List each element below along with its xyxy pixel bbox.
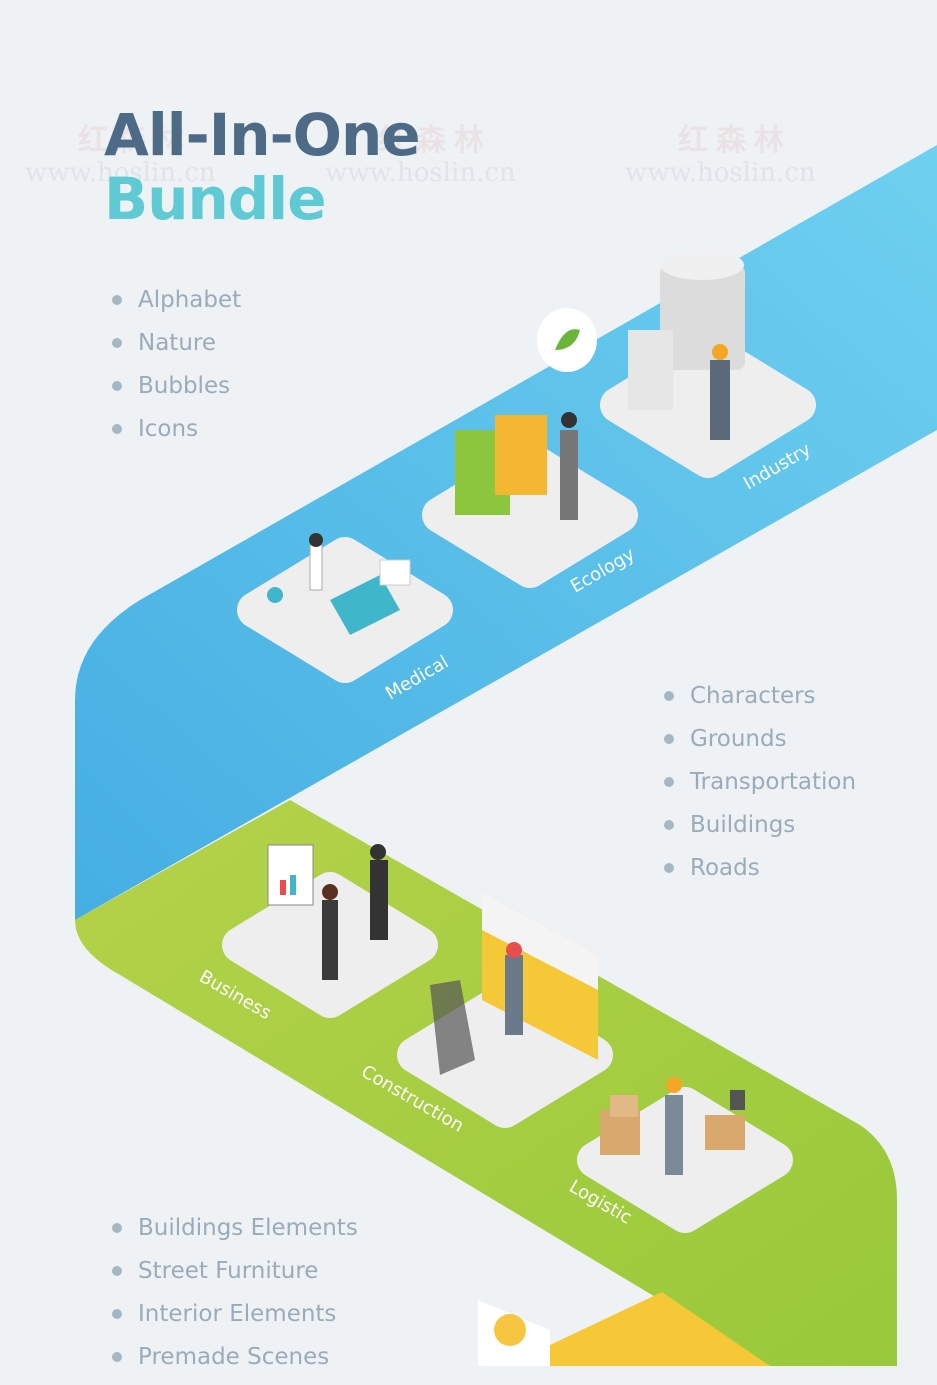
emoji-sign-icon bbox=[478, 1300, 550, 1366]
list-item: Roads bbox=[660, 853, 856, 896]
ecology-scene-icon bbox=[455, 308, 597, 520]
list-item: Characters bbox=[660, 681, 856, 724]
list-item: Buildings bbox=[660, 810, 856, 853]
list-item: Transportation bbox=[660, 767, 856, 810]
logistic-scene-icon bbox=[600, 1077, 745, 1175]
feature-list-middle: Characters Grounds Transportation Buildi… bbox=[660, 681, 856, 896]
construction-scene-icon bbox=[430, 892, 598, 1075]
industry-scene-icon bbox=[628, 250, 745, 440]
list-item: Premade Scenes bbox=[108, 1342, 358, 1385]
list-item: Street Furniture bbox=[108, 1256, 358, 1299]
list-item: Alphabet bbox=[108, 285, 241, 328]
watermark-url: www.hoslin.cn bbox=[25, 158, 216, 188]
watermark-cn: 红森林 bbox=[678, 123, 792, 158]
page-title-line1: All-In-One bbox=[104, 101, 421, 169]
watermark-url: www.hoslin.cn bbox=[625, 158, 816, 188]
business-scene-icon bbox=[267, 844, 388, 980]
list-item: Bubbles bbox=[108, 371, 241, 414]
feature-list-bottom: Buildings Elements Street Furniture Inte… bbox=[108, 1213, 358, 1385]
list-item: Nature bbox=[108, 328, 241, 371]
list-item: Icons bbox=[108, 414, 241, 457]
page-title-line2: Bundle bbox=[104, 165, 327, 233]
feature-list-top: Alphabet Nature Bubbles Icons bbox=[108, 285, 241, 457]
medical-scene-icon bbox=[267, 533, 411, 635]
watermark-url: www.hoslin.cn bbox=[325, 158, 516, 188]
yellow-band bbox=[550, 1292, 770, 1366]
list-item: Interior Elements bbox=[108, 1299, 358, 1342]
watermark-cn: 红森林 bbox=[78, 123, 192, 158]
watermark-cn: 红森林 bbox=[378, 123, 492, 158]
list-item: Grounds bbox=[660, 724, 856, 767]
list-item: Buildings Elements bbox=[108, 1213, 358, 1256]
